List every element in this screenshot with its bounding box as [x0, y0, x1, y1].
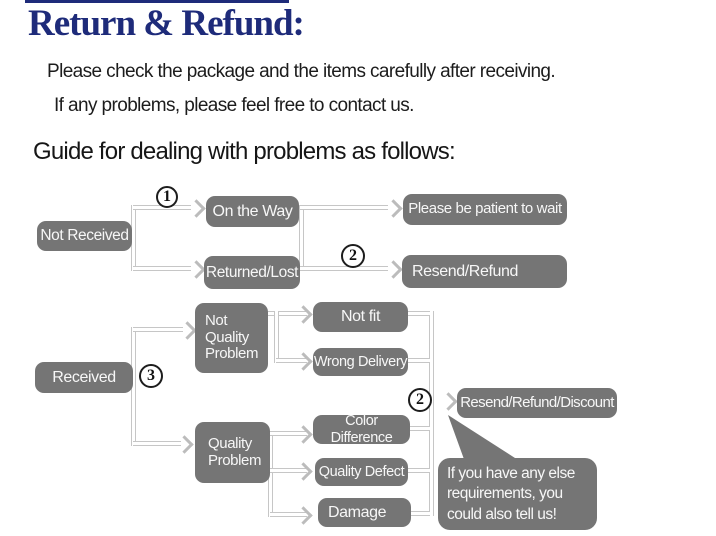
connector-line: [300, 205, 388, 210]
node-received: Received: [35, 362, 133, 393]
arrow-right-icon: [294, 462, 313, 481]
arrow-right-icon: [384, 199, 403, 218]
arrow-right-icon: [294, 425, 313, 444]
node-on-the-way: On the Way: [206, 196, 299, 227]
step-circle-1: 1: [156, 186, 178, 208]
guide-heading: Guide for dealing with problems as follo…: [33, 138, 456, 165]
connector-line: [410, 511, 430, 516]
node-damage: Damage: [318, 498, 411, 527]
connector-line: [274, 311, 279, 363]
connector-line: [299, 205, 304, 271]
connector-line: [408, 311, 430, 316]
connector-line: [270, 512, 307, 517]
connector-line: [300, 266, 388, 271]
connector-line: [133, 441, 181, 446]
node-resend-refund: Resend/Refund: [402, 255, 567, 288]
connector-line: [133, 266, 191, 271]
speech-bubble-note: If you have any else requirements, you c…: [438, 458, 597, 530]
top-divider-line: [25, 0, 289, 3]
page-title: Return & Refund:: [28, 3, 305, 44]
node-quality-defect: Quality Defect: [315, 458, 408, 486]
node-color-difference: Color Difference: [313, 413, 410, 446]
connector-line: [408, 468, 430, 473]
intro-line-1: Please check the package and the items c…: [47, 61, 556, 82]
connector-line: [410, 426, 430, 431]
connector-line: [270, 468, 307, 473]
connector-line: [429, 311, 434, 516]
arrow-right-icon: [294, 305, 313, 324]
node-please-wait: Please be patient to wait: [403, 194, 567, 225]
arrow-right-icon: [178, 321, 197, 340]
speech-bubble-tail: [448, 415, 515, 462]
step-circle-2: 2: [341, 244, 365, 268]
node-not-received: Not Received: [37, 221, 132, 251]
node-resend-refund-discount: Resend/Refund/Discount: [457, 388, 617, 418]
arrow-right-icon: [187, 260, 206, 279]
connector-line: [408, 358, 430, 363]
node-returned-lost: Returned/Lost: [204, 256, 300, 289]
node-wrong-delivery: Wrong Delivery: [313, 348, 408, 376]
node-not-quality-problem: Not Quality Problem: [195, 303, 268, 373]
node-not-fit: Not fit: [313, 302, 408, 332]
node-quality-problem: Quality Problem: [195, 422, 270, 483]
step-circle-2b: 2: [408, 388, 432, 412]
connector-line: [276, 358, 307, 363]
arrow-right-icon: [294, 506, 313, 525]
arrow-right-icon: [187, 199, 206, 218]
intro-line-2: If any problems, please feel free to con…: [54, 95, 414, 116]
connector-line: [270, 431, 307, 436]
connector-line: [133, 327, 183, 332]
step-circle-3: 3: [139, 364, 163, 388]
connector-line: [267, 311, 307, 316]
arrow-right-icon: [294, 352, 313, 371]
arrow-right-icon: [175, 435, 194, 454]
arrow-right-icon: [384, 260, 403, 279]
arrow-right-icon: [439, 392, 458, 411]
